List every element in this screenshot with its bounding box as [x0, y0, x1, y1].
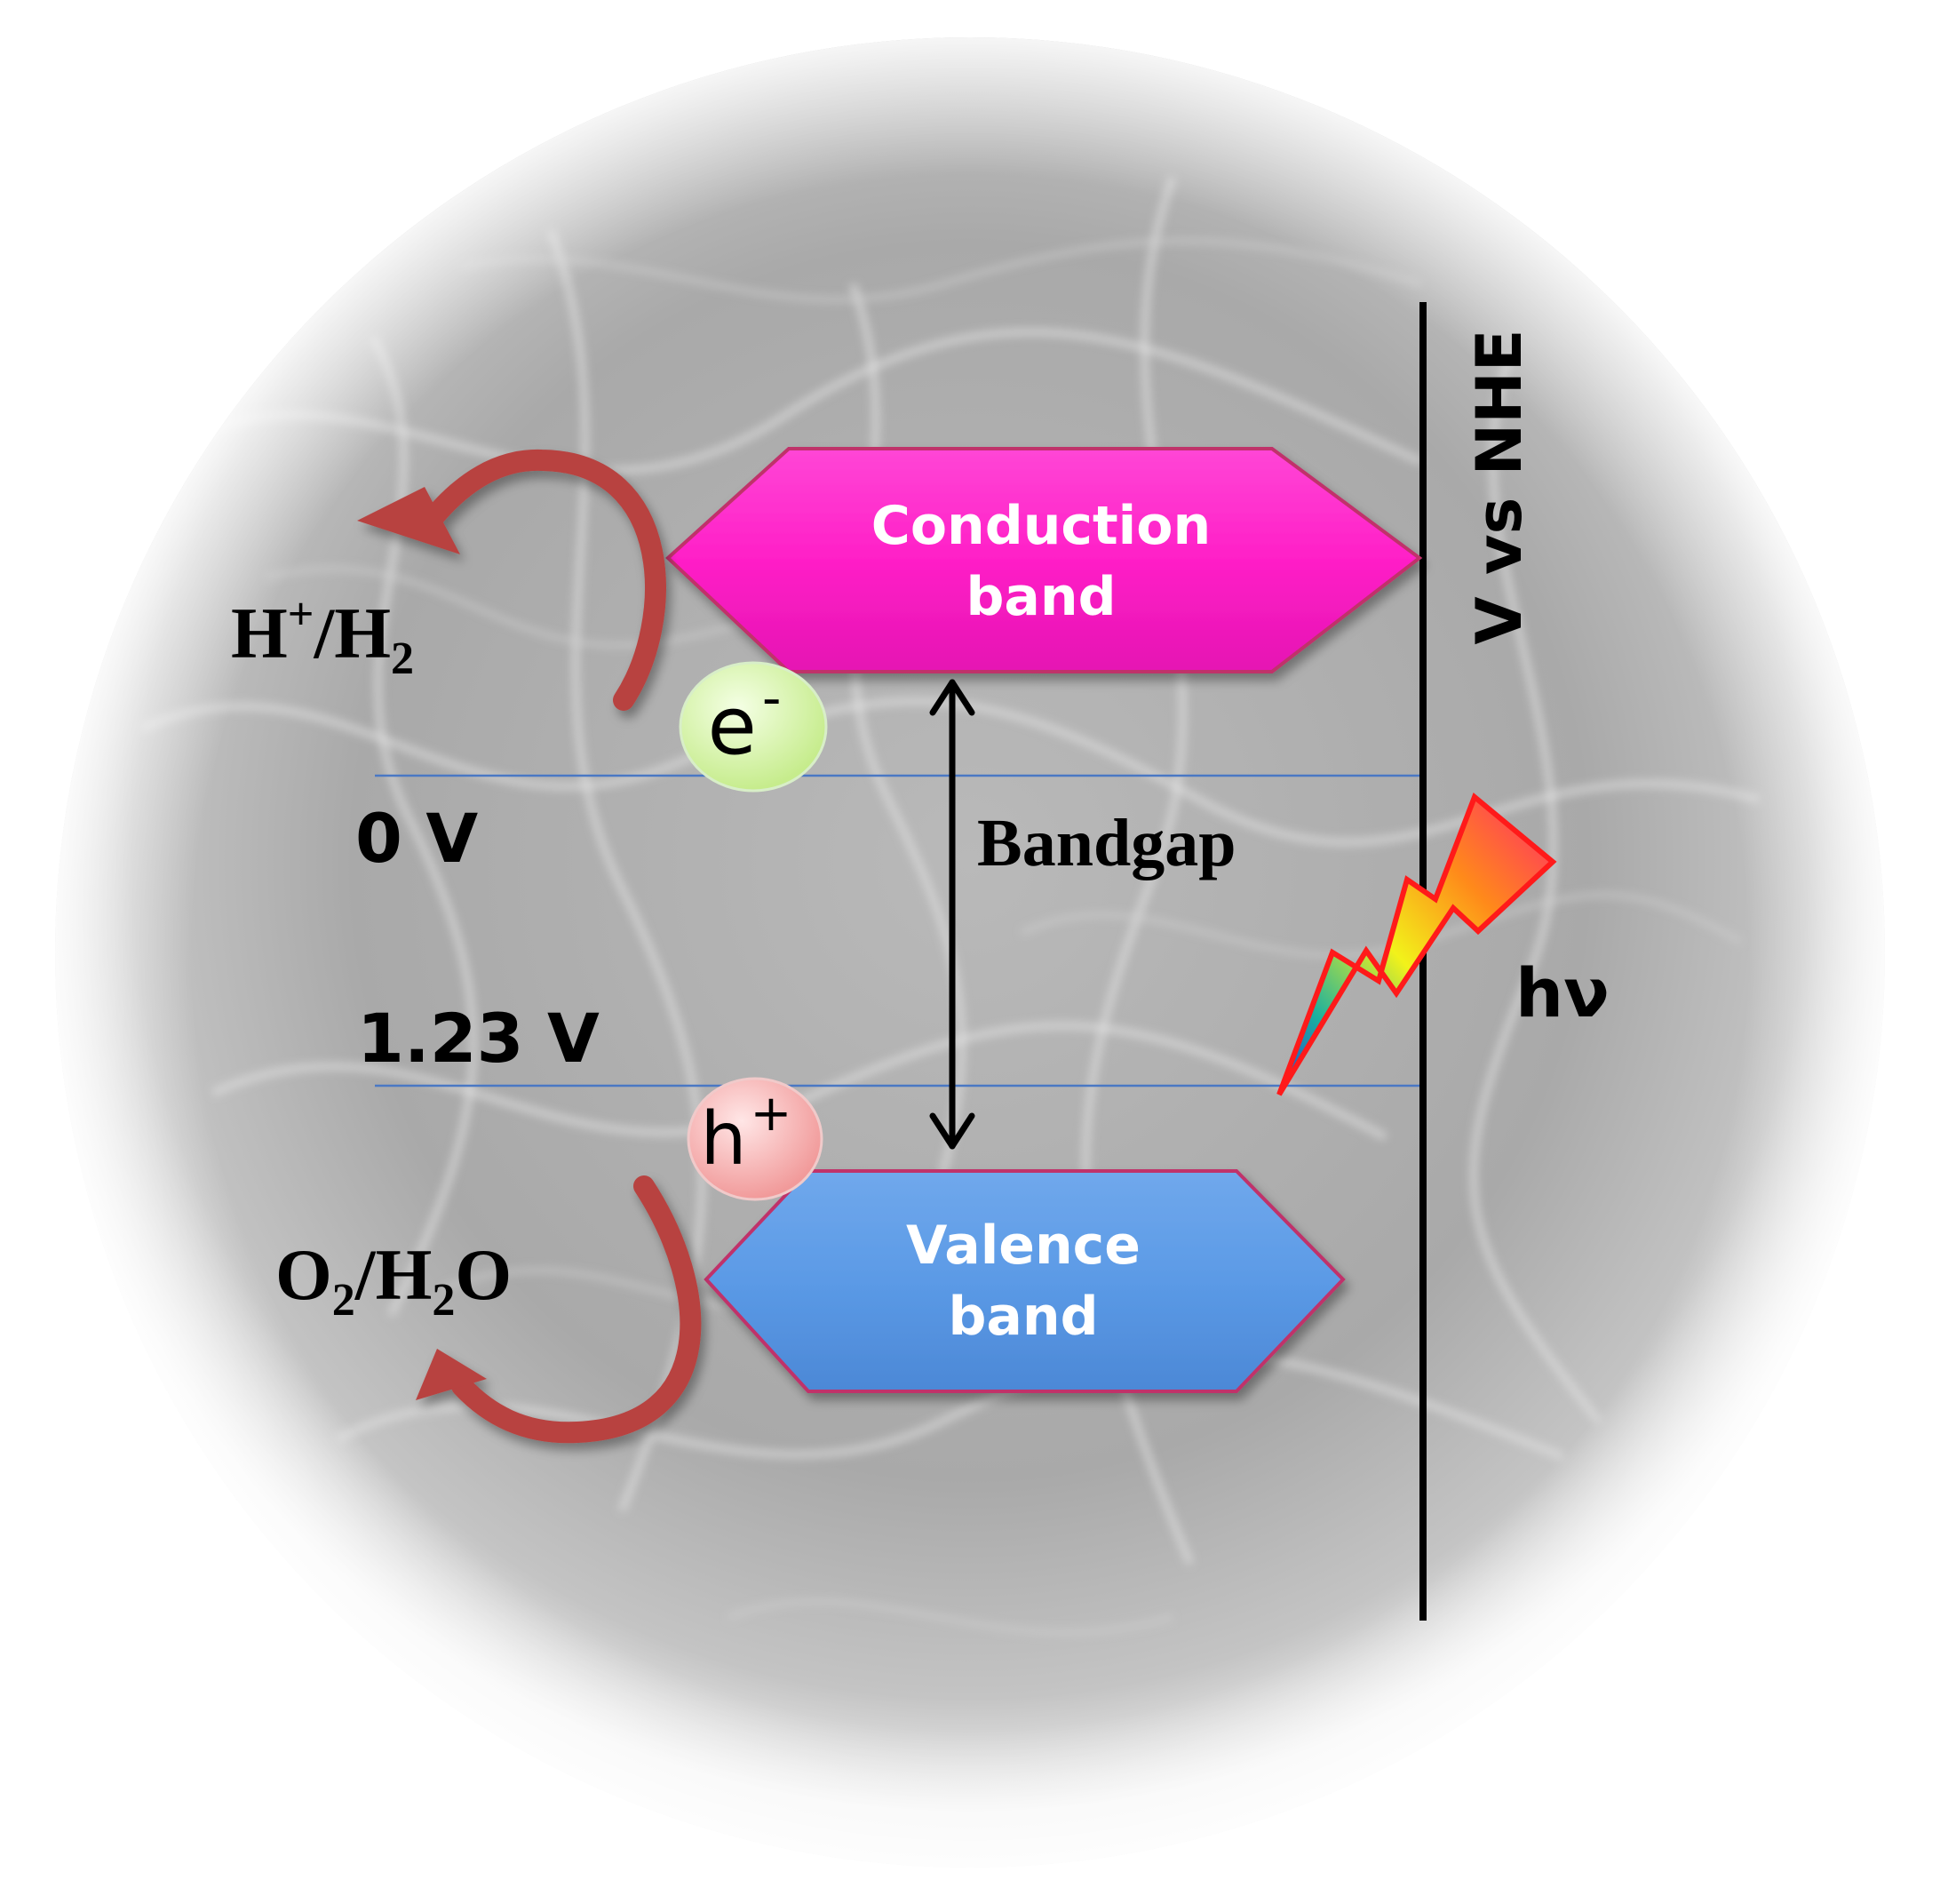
valence-band-label-line1: Valence	[906, 1215, 1141, 1277]
hole-bubble: h+	[687, 1077, 823, 1201]
axis-label: V vs NHE	[1463, 329, 1536, 644]
lightning-bolt-icon	[1276, 793, 1557, 1096]
electron-charge: -	[762, 667, 782, 729]
reduction-couple-label: H+/H2	[231, 589, 414, 684]
reduction-curved-arrow	[357, 449, 666, 711]
oxidation-curved-arrow	[416, 1175, 702, 1444]
svg-text:e-: e-	[707, 667, 781, 773]
electron-symbol: e	[707, 680, 756, 773]
conduction-band-label-line1: Conduction	[871, 495, 1211, 557]
hole-symbol: h	[701, 1097, 747, 1182]
sphere-background	[55, 37, 1885, 1868]
valence-band	[704, 1169, 1346, 1393]
photon-label: hν	[1515, 953, 1610, 1032]
electron-bubble: e-	[679, 661, 828, 793]
oxidation-couple-label: O2/H2O	[275, 1234, 512, 1326]
bandgap-arrow	[929, 679, 975, 1150]
level-label-1-23v: 1.23 V	[357, 999, 600, 1078]
valence-band-label-line2: band	[948, 1286, 1098, 1348]
level-label-0v: 0 V	[355, 799, 478, 878]
bandgap-label: Bandgap	[977, 806, 1236, 880]
conduction-band	[665, 447, 1423, 673]
svg-text:h+: h+	[701, 1085, 792, 1182]
hole-charge: +	[751, 1085, 792, 1143]
conduction-band-label-line2: band	[966, 566, 1116, 628]
